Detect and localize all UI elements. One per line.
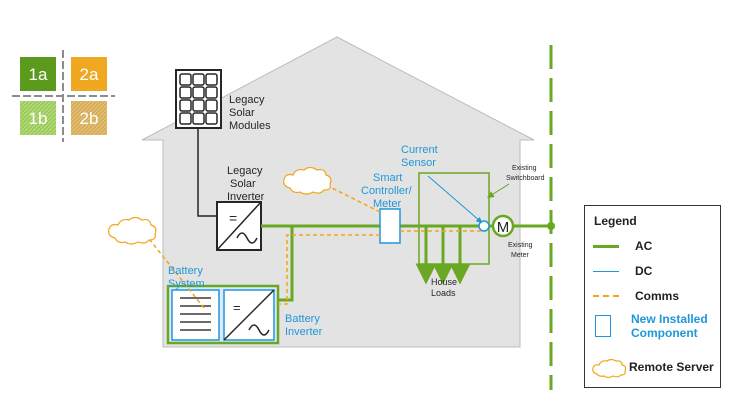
legend-remote-server-label: Remote Server bbox=[629, 360, 714, 374]
cloud-icon bbox=[592, 358, 627, 379]
house-loads-label: House Loads bbox=[431, 277, 460, 298]
comms-line-swatch bbox=[593, 295, 619, 297]
legacy-inverter-icon: = bbox=[216, 201, 262, 251]
battery-system: = bbox=[166, 284, 280, 345]
legend-dc-label: DC bbox=[635, 264, 653, 278]
existing-meter-icon bbox=[491, 214, 515, 238]
legend-ac-label: AC bbox=[635, 239, 653, 253]
tile-1a-label: 1a bbox=[29, 65, 48, 84]
switchboard-pointer bbox=[487, 183, 510, 198]
existing-switchboard-label: Existing Switchboard bbox=[506, 165, 545, 182]
legend-item-ac: AC bbox=[593, 239, 652, 253]
legacy-solar-inverter-label: Legacy Solar Inverter bbox=[227, 165, 266, 203]
scenario-tiles: 1a 2a 1b 2b bbox=[12, 50, 115, 142]
smart-controller-meter bbox=[379, 208, 401, 244]
tile-2a bbox=[71, 57, 107, 91]
legacy-solar-modules-label: Legacy Solar Modules bbox=[229, 94, 271, 132]
battery-system-label: Battery System bbox=[168, 265, 206, 290]
tile-2b-label: 2b bbox=[80, 109, 99, 128]
tile-2b bbox=[71, 101, 107, 135]
current-sensor-pointer bbox=[427, 175, 483, 223]
tile-1b-label: 1b bbox=[29, 109, 48, 128]
comms-wiring bbox=[142, 180, 484, 309]
inverter-dc-symbol: = bbox=[229, 210, 237, 226]
grid-connection-node bbox=[547, 222, 555, 230]
current-sensor bbox=[478, 220, 490, 232]
solar-panel-icon bbox=[175, 69, 222, 129]
dc-line-swatch bbox=[593, 270, 619, 272]
existing-meter-label: Existing Meter bbox=[508, 242, 534, 259]
legend-item-comms: Comms bbox=[593, 289, 679, 303]
legend-comms-label: Comms bbox=[635, 289, 680, 303]
battery-inverter-label: Battery Inverter bbox=[285, 313, 323, 338]
ac-line-swatch bbox=[593, 244, 619, 248]
remote-server-cloud-icon bbox=[283, 166, 332, 195]
current-sensor-label: Current Sensor bbox=[401, 144, 441, 169]
tile-1a bbox=[20, 57, 56, 91]
existing-switchboard bbox=[418, 172, 490, 265]
tile-1b bbox=[20, 101, 56, 135]
legend-title: Legend bbox=[594, 214, 637, 228]
dc-wire-solar bbox=[197, 128, 217, 217]
legend-item-dc: DC bbox=[593, 264, 652, 278]
smart-controller-label: Smart Controller/ Meter bbox=[361, 172, 415, 210]
remote-server-cloud-icon bbox=[108, 216, 157, 245]
tile-2a-label: 2a bbox=[80, 65, 99, 84]
meter-symbol: M bbox=[497, 219, 510, 236]
battery-inverter-dc-symbol: = bbox=[233, 300, 241, 315]
legend-item-remote-server: Remote Server bbox=[591, 355, 714, 379]
new-component-swatch bbox=[595, 315, 611, 337]
